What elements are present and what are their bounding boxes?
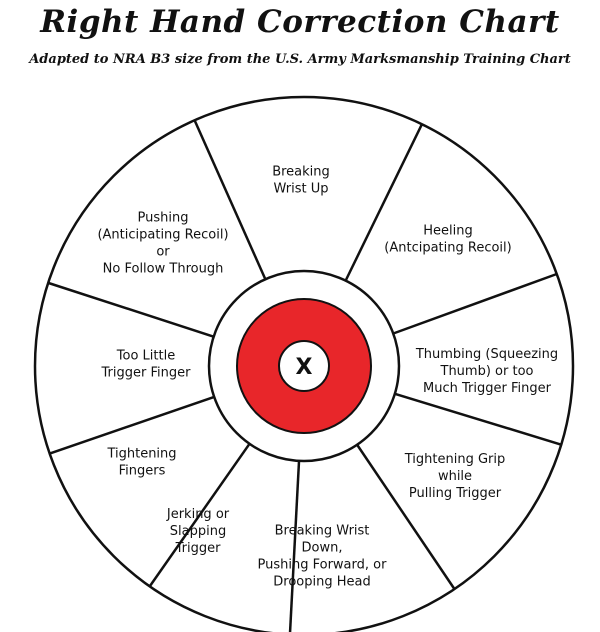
segment-divider: [288, 460, 301, 632]
segment-dividers: [47, 119, 562, 632]
segment-divider: [392, 272, 558, 335]
segment-label-line: Slapping: [170, 524, 226, 539]
segment-label-line: Pushing Forward, or: [258, 558, 388, 573]
segment-heeling: Heeling (Antcipating Recoil): [384, 224, 511, 256]
outer-ring: [33, 95, 575, 632]
segment-divider: [344, 123, 424, 282]
segment-divider: [394, 392, 562, 446]
center-x-mark: X: [296, 355, 313, 380]
segment-divider: [49, 395, 215, 455]
segment-label-line: No Follow Through: [103, 262, 224, 277]
segment-pushing: Pushing (Anticipating Recoil) or No Follow …: [97, 211, 228, 277]
segment-label-line: Fingers: [119, 464, 166, 479]
chart-subtitle: Adapted to NRA B3 size from the U.S. Arm…: [29, 52, 571, 67]
segment-label-line: Thumb) or too: [440, 364, 534, 379]
segment-divider: [47, 281, 215, 338]
segment-label-line: Too Little: [116, 349, 175, 364]
bullseye-center: [278, 340, 330, 392]
segment-label-line: (Antcipating Recoil): [384, 241, 511, 256]
segment-label-line: Trigger Finger: [101, 366, 192, 381]
segment-label-line: (Anticipating Recoil): [97, 228, 228, 243]
segment-divider: [148, 443, 251, 588]
segment-label-line: Tightening Grip: [404, 452, 506, 467]
segment-label-line: Pulling Trigger: [409, 486, 502, 501]
segment-divider: [193, 119, 267, 280]
segment-label-line: Drooping Head: [273, 575, 370, 590]
segment-label-line: Wrist Up: [274, 182, 329, 197]
segment-label-line: or: [156, 245, 170, 260]
segment-label-line: Heeling: [423, 224, 473, 239]
segment-divider: [356, 444, 456, 590]
segment-label-line: Breaking Wrist: [275, 524, 370, 539]
segment-label-line: Down,: [302, 541, 343, 556]
chart-title: Right Hand Correction Chart: [40, 4, 560, 40]
segment-label-line: Tightening: [106, 447, 176, 462]
segment-label-line: while: [438, 469, 472, 484]
segment-label-line: Breaking: [272, 165, 330, 180]
segment-label-line: Pushing: [138, 211, 189, 226]
segment-label-line: Thumbing (Squeezing: [415, 347, 558, 362]
segment-label-line: Trigger: [175, 541, 221, 556]
segment-label-line: Much Trigger Finger: [423, 381, 552, 396]
segment-label-line: Jerking or: [166, 507, 230, 522]
